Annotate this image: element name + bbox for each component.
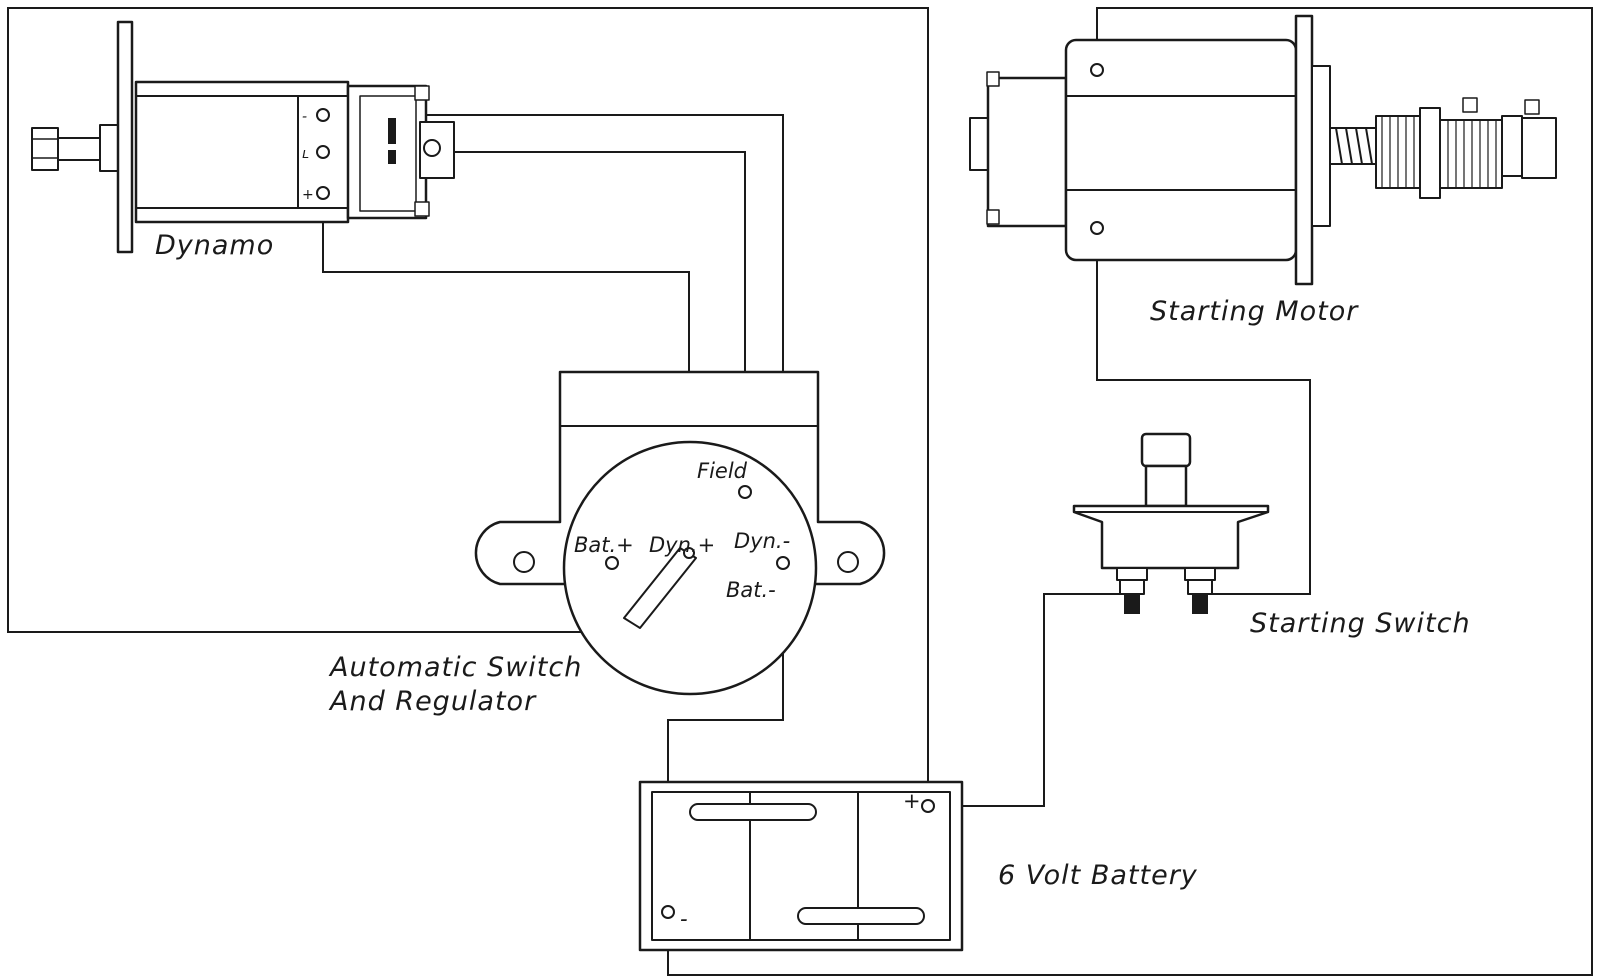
regulator-mount-hole-left <box>513 551 535 573</box>
wire-switch-to-motor <box>1096 228 1311 595</box>
regulator-label-line2: And Regulator <box>328 686 537 717</box>
dynamo-nut <box>31 127 59 171</box>
regulator-terminal-bat-plus <box>605 556 619 570</box>
battery-terminal-minus <box>661 905 675 919</box>
dynamo-terminal-minus <box>316 108 330 122</box>
battery-plus-sign: + <box>903 789 921 813</box>
regulator-label-line1: Automatic Switch <box>328 652 582 683</box>
battery-terminal-plus <box>921 799 935 813</box>
battery-label: 6 Volt Battery <box>998 860 1198 891</box>
svg-text:-: - <box>302 109 307 125</box>
starting-switch: Starting Switch <box>1072 432 1471 639</box>
regulator: Field Bat.+ Dyn.+ Dyn.- Bat.- Automatic … <box>328 370 886 717</box>
dynamo-terminal-field <box>316 145 330 159</box>
motor-flange <box>1294 14 1314 286</box>
regulator-terminal-field <box>738 485 752 499</box>
motor-terminal-top <box>1090 63 1104 77</box>
dynamo-terminal-plus <box>316 186 330 200</box>
regulator-terminal-dyn-minus <box>776 556 790 570</box>
wire-bat-minus <box>667 7 1593 976</box>
battery-case-inner <box>651 791 951 941</box>
wire-battery-to-switch <box>928 593 1131 807</box>
switch-plunger-cap <box>1140 432 1192 468</box>
terminal-label-dyn-minus: Dyn.- <box>734 529 790 553</box>
battery-minus-sign: - <box>680 907 688 931</box>
battery-cell-bar-top <box>689 803 817 821</box>
regulator-dial <box>562 440 818 696</box>
starting-motor-label: Starting Motor <box>1150 296 1359 327</box>
switch-plunger <box>1144 464 1188 508</box>
dynamo: - ʟ + Dynamo <box>31 20 455 261</box>
switch-terminal-left <box>1116 567 1148 614</box>
switch-body <box>1072 504 1270 570</box>
dynamo-flange <box>116 20 134 254</box>
regulator-terminal-dyn-plus <box>683 547 695 559</box>
regulator-mount-hole-right <box>837 551 859 573</box>
terminal-label-dyn-plus: Dyn.+ <box>649 533 715 557</box>
starting-motor: Starting Motor <box>969 14 1557 327</box>
wires <box>7 7 1593 976</box>
terminal-label-bat-minus: Bat.- <box>726 578 776 602</box>
switch-terminal-right <box>1184 567 1216 614</box>
svg-text:ʟ: ʟ <box>302 146 309 162</box>
terminal-label-field: Field <box>697 459 748 483</box>
svg-text:+: + <box>302 187 314 203</box>
battery: + - 6 Volt Battery <box>638 780 1198 952</box>
terminal-label-bat-plus: Bat.+ <box>574 533 634 557</box>
dynamo-label: Dynamo <box>155 230 274 261</box>
motor-terminal-bottom <box>1090 221 1104 235</box>
battery-cell-bar-bottom <box>797 907 925 925</box>
dynamo-shaft <box>57 137 101 161</box>
starting-switch-label: Starting Switch <box>1250 608 1471 639</box>
